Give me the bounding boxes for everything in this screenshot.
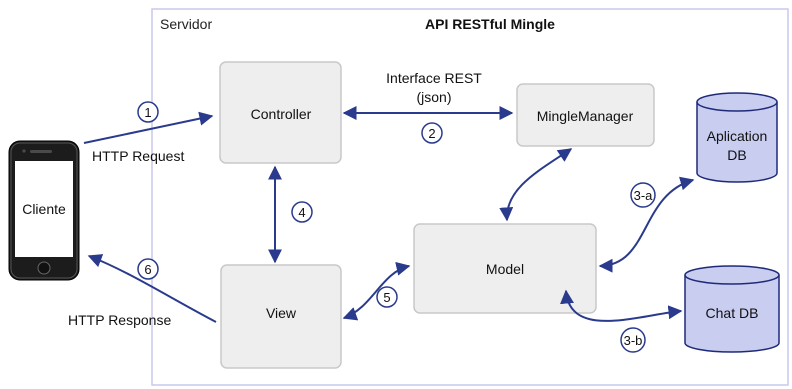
diagram-title: API RESTful Mingle xyxy=(425,16,555,32)
application-db-cylinder xyxy=(696,92,778,183)
view-label: View xyxy=(266,305,297,321)
step-3a-marker: 3-a xyxy=(630,182,656,208)
model-chatdb-arrow xyxy=(560,289,683,322)
step-6-marker: 6 xyxy=(137,258,159,280)
step-4-marker: 4 xyxy=(291,201,313,223)
client-label: Cliente xyxy=(22,201,66,217)
step-3b-marker: 3-b xyxy=(620,327,646,353)
application-db-label-line2: DB xyxy=(727,147,746,163)
step-2-label: 2 xyxy=(428,126,435,141)
interface-rest-label-line2: (json) xyxy=(416,89,451,105)
phone-icon xyxy=(8,140,80,281)
model-appdb-arrow xyxy=(598,176,695,273)
http-request-arrow xyxy=(83,111,214,144)
controller-label: Controller xyxy=(251,106,312,122)
view-box xyxy=(220,264,342,369)
step-6-label: 6 xyxy=(144,262,151,277)
step-3a-label: 3-a xyxy=(634,188,654,203)
http-response-arrow xyxy=(87,254,217,323)
http-request-label: HTTP Request xyxy=(92,148,184,164)
step-5-marker: 5 xyxy=(376,286,398,308)
step-5-label: 5 xyxy=(383,290,390,305)
step-3b-label: 3-b xyxy=(624,333,643,348)
step-2-marker: 2 xyxy=(421,122,443,144)
chat-db-cylinder xyxy=(684,265,780,353)
interface-rest-label-line1: Interface REST xyxy=(386,70,482,86)
model-label: Model xyxy=(486,261,524,277)
application-db-label-line1: Aplication xyxy=(707,128,768,144)
mingle-manager-box xyxy=(516,83,655,147)
server-label: Servidor xyxy=(160,16,212,32)
http-response-label: HTTP Response xyxy=(68,312,171,328)
step-1-label: 1 xyxy=(144,105,151,120)
controller-box xyxy=(219,61,342,164)
model-manager-arrow xyxy=(499,148,573,222)
chat-db-label: Chat DB xyxy=(706,305,759,321)
model-box xyxy=(413,223,597,314)
mingle-manager-label: MingleManager xyxy=(537,108,634,124)
step-4-label: 4 xyxy=(298,205,305,220)
step-1-marker: 1 xyxy=(137,101,159,123)
view-model-arrow xyxy=(342,261,411,321)
